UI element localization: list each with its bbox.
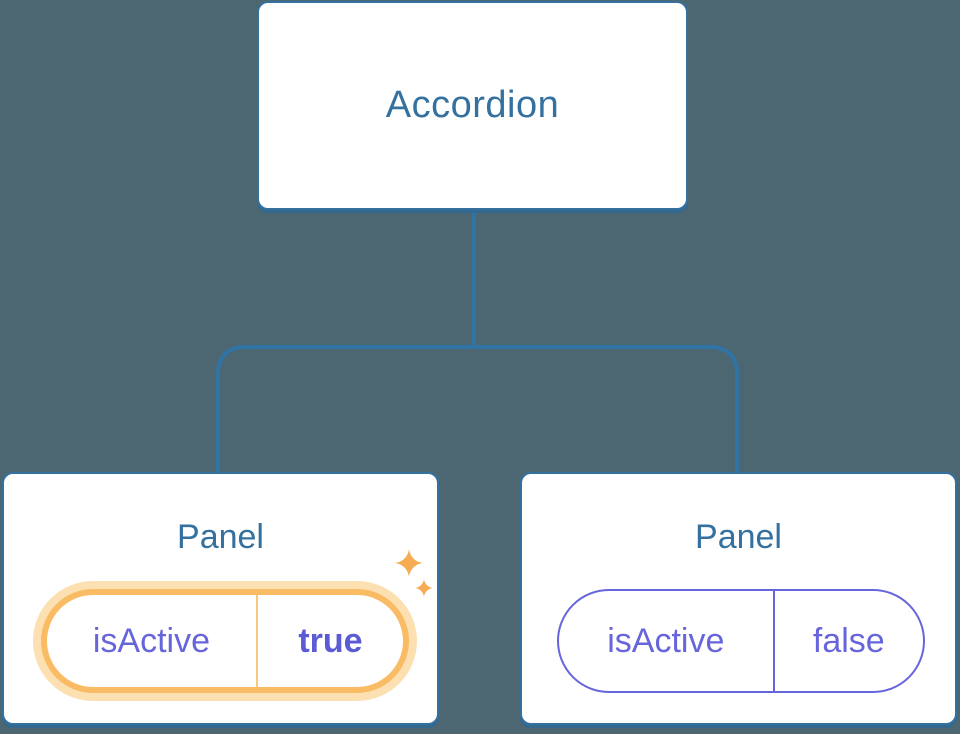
state-value-label: true xyxy=(255,595,403,687)
sparkle-small-icon xyxy=(415,579,433,597)
panel-node-inactive: Panel isActive false xyxy=(520,472,957,725)
panel-title: Panel xyxy=(177,518,264,556)
accordion-node: Accordion xyxy=(257,1,688,210)
state-pill-active: isActive true xyxy=(41,589,409,693)
panel-node-active: Panel isActive true xyxy=(2,472,439,725)
panel-title: Panel xyxy=(695,518,782,556)
state-value-label: false xyxy=(772,591,923,691)
state-key-label: isActive xyxy=(92,621,210,660)
accordion-node-label: Accordion xyxy=(385,84,560,126)
state-pill-inactive: isActive false xyxy=(557,589,925,693)
sparkle-large-icon xyxy=(395,549,423,577)
state-key-label: isActive xyxy=(607,621,725,660)
